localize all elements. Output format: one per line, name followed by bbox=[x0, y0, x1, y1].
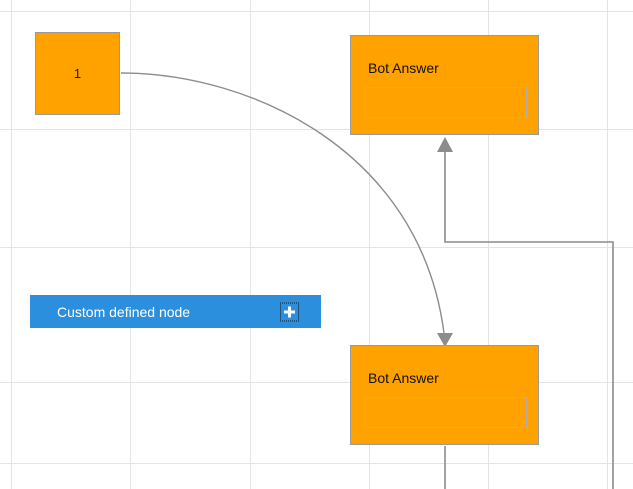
connector-orthogonal-to-bot-answer-top[interactable] bbox=[437, 137, 614, 489]
node-title: Bot Answer bbox=[368, 60, 439, 76]
node-bot-answer-bottom[interactable]: Bot Answer bbox=[350, 345, 539, 445]
plus-icon-vertical-bar bbox=[288, 306, 291, 317]
node-start[interactable]: 1 bbox=[35, 32, 120, 115]
palette-item-custom-defined-node[interactable]: Custom defined node bbox=[30, 295, 321, 328]
palette-item-label: Custom defined node bbox=[57, 303, 191, 320]
connector-curved-start-to-bot-answer-bottom[interactable] bbox=[120, 72, 453, 347]
bot-answer-text-field[interactable] bbox=[365, 87, 527, 118]
arrowhead-down-icon bbox=[437, 333, 453, 347]
node-bot-answer-top[interactable]: Bot Answer bbox=[350, 35, 539, 135]
node-title: Bot Answer bbox=[368, 370, 439, 386]
arrowhead-up-icon bbox=[437, 137, 453, 152]
plus-icon[interactable] bbox=[280, 302, 299, 321]
bot-answer-text-field[interactable] bbox=[365, 397, 527, 428]
node-index-label: 1 bbox=[73, 66, 82, 81]
